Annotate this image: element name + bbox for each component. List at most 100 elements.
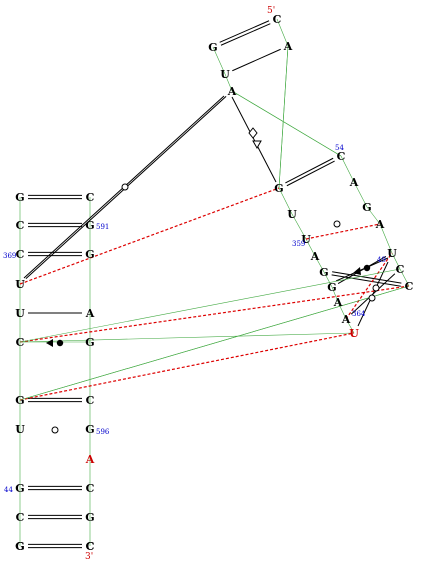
nucleotide-n42: C: [86, 540, 95, 553]
open-circle-symbol: [333, 220, 341, 228]
position-number-596: 596: [96, 428, 110, 436]
base-pair-line: [220, 23, 271, 46]
filled-triangle-symbol: [46, 339, 53, 347]
nucleotide-n36: G: [85, 423, 94, 436]
nucleotide-n31: C: [16, 336, 25, 349]
position-number-49: 49: [377, 256, 386, 264]
pair-symbol-layer: [46, 127, 380, 434]
tertiary-thin-line: [19, 285, 410, 401]
nucleotide-n44: G: [15, 540, 24, 553]
backbone-segment: [224, 73, 233, 92]
nucleotide-n34: C: [86, 394, 95, 407]
open-circle-symbol: [51, 426, 59, 434]
tertiary-interaction-layer: [19, 45, 410, 401]
nucleotide-n2: G: [208, 41, 217, 54]
strand-end-end5: 5': [267, 6, 275, 16]
backbone-segment: [291, 213, 307, 240]
tertiary-dashed-line: [345, 252, 393, 320]
tertiary-thin-line: [19, 268, 401, 343]
nucleotide-n38: C: [86, 482, 95, 495]
backbone-segment: [399, 268, 410, 287]
nucleotide-n41: C: [16, 511, 25, 524]
position-number-364: 364: [352, 310, 366, 318]
nucleotide-n14: U: [387, 247, 397, 260]
nucleotide-n17: C: [405, 280, 414, 293]
nucleotide-n11: U: [301, 233, 311, 246]
base-pair-line: [357, 261, 389, 327]
nucleotide-n26: C: [16, 248, 25, 261]
base-pair-line: [232, 48, 281, 72]
base-pair-line: [219, 20, 270, 43]
open-circle-symbol: [368, 294, 376, 302]
tertiary-dashed-line: [305, 223, 381, 240]
backbone-segment: [278, 187, 293, 215]
nucleotide-n29: U: [15, 307, 25, 320]
nucleotide-n27: G: [85, 248, 94, 261]
backbone-segment: [323, 271, 333, 288]
backbone-segment: [337, 301, 347, 320]
nucleotide-n24: C: [16, 219, 25, 232]
backbone-segment: [340, 155, 355, 183]
open-circle-symbol: [121, 183, 129, 191]
backbone-segment: [212, 46, 226, 75]
nucleotide-n9: U: [287, 208, 297, 221]
backbone-segment: [366, 206, 381, 225]
nucleotide-n8: A: [349, 176, 359, 189]
nucleotide-n37: G: [15, 482, 24, 495]
filled-triangle-symbol: [353, 267, 361, 275]
nucleotide-n5: A: [227, 85, 237, 98]
base-pair-line: [286, 160, 335, 187]
nucleotide-n19: A: [333, 296, 343, 309]
nucleotide-n20: A: [341, 313, 351, 326]
nucleotide-n7: G: [274, 182, 283, 195]
tertiary-dashed-line: [19, 285, 410, 343]
base-pair-line: [331, 274, 401, 287]
open-triangle-symbol: [252, 140, 262, 150]
nucleotide-n33: G: [15, 394, 24, 407]
base-pair-layer: [23, 20, 402, 549]
nucleotide-n43: G: [15, 540, 24, 553]
backbone-segment: [305, 238, 316, 257]
open-diamond-symbol: [248, 127, 258, 139]
tertiary-dashed-line: [19, 332, 355, 401]
backbone-segment: [314, 255, 325, 273]
nucleotide-n45: C: [86, 540, 95, 553]
nucleotide-n30: A: [85, 307, 95, 320]
filled-circle-symbol: [363, 264, 371, 272]
nucleotide-n18: G: [327, 281, 336, 294]
tertiary-dashed-line: [19, 187, 280, 285]
base-pair-line: [231, 96, 277, 183]
backbone-segment: [379, 223, 393, 254]
backbone-segment: [331, 286, 339, 303]
nucleotide-n6: C: [337, 150, 346, 163]
nucleotide-n12: A: [375, 218, 385, 231]
backbone-segment: [353, 181, 368, 208]
backbone-layer: [19, 18, 410, 546]
nucleotide-n25: G: [85, 219, 94, 232]
position-number-591: 591: [96, 223, 109, 231]
nucleotide-n1: C: [273, 13, 282, 26]
position-number-369: 369: [3, 252, 16, 260]
open-circle-symbol: [372, 284, 380, 292]
base-pair-line: [332, 271, 402, 284]
nucleotide-n32: G: [85, 336, 94, 349]
nucleotide-n21: U: [349, 327, 359, 340]
backbone-segment: [391, 252, 401, 270]
nucleotide-n40: G: [85, 511, 94, 524]
backbone-segment: [276, 18, 289, 47]
base-pair-line: [285, 157, 334, 184]
nucleotide-n3: A: [283, 40, 293, 53]
nucleotide-n39: A: [85, 453, 95, 466]
backbone-segment: [19, 332, 355, 343]
nucleotide-n10: G: [362, 201, 371, 214]
nucleotide-n23: C: [86, 191, 95, 204]
strand-end-end3: 3': [85, 552, 93, 562]
nucleotide-n35: U: [15, 423, 25, 436]
tertiary-thin-line: [231, 90, 342, 157]
nucleotide-n22: G: [15, 191, 24, 204]
nucleotide-n16: C: [396, 263, 405, 276]
nucleotide-n13: A: [310, 250, 320, 263]
tertiary-thin-line: [278, 45, 289, 189]
